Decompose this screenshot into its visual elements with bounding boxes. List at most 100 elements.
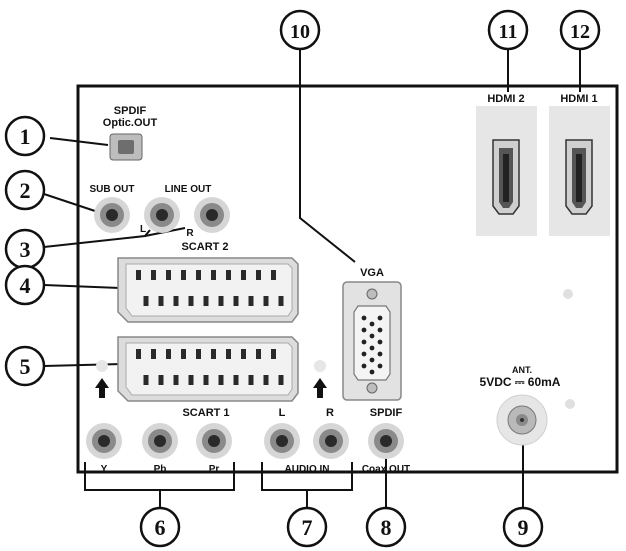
callout-11: 11: [487, 9, 529, 92]
callout-12: 12: [559, 9, 601, 92]
pin: [278, 296, 284, 306]
component-pr-label: Pr: [209, 464, 220, 475]
pin: [196, 349, 201, 359]
pin: [211, 270, 216, 280]
callout-3: 3: [4, 227, 186, 270]
pin: [248, 296, 254, 306]
scart1-connector: [117, 336, 299, 402]
pin: [203, 375, 209, 385]
pin: [196, 270, 201, 280]
vga-pin: [361, 327, 367, 333]
vga-pin: [377, 339, 383, 345]
pin: [181, 270, 186, 280]
indicator-dot: [96, 360, 108, 372]
pin: [271, 349, 276, 359]
line-out-label: LINE OUT: [165, 184, 212, 195]
vga-pin: [369, 369, 375, 375]
audio-in-r-label: R: [326, 407, 334, 419]
pin: [188, 375, 194, 385]
pin: [151, 270, 156, 280]
line-out-r-label: R: [186, 228, 194, 239]
vga-pin: [369, 357, 375, 363]
ant-label-2: 5VDC ⎓ 60mA: [480, 375, 561, 389]
spdif-coax-label-1: SPDIF: [370, 407, 403, 419]
callout-1-number: 1: [20, 124, 31, 149]
component-pb-jack: [142, 423, 178, 459]
indicator-dot: [563, 289, 573, 299]
pin: [158, 375, 164, 385]
audio-in-l-label: L: [279, 407, 286, 419]
pin: [188, 296, 194, 306]
callout-7: 7: [261, 462, 353, 548]
pin: [181, 349, 186, 359]
callout-9: 9: [502, 445, 544, 548]
spdif-coax-label-2: Coax.OUT: [362, 464, 410, 475]
pin: [173, 296, 179, 306]
vga-pin: [361, 339, 367, 345]
callout-3-number: 3: [20, 237, 31, 262]
pin: [226, 349, 231, 359]
pin: [136, 270, 141, 280]
component-y-jack: [86, 423, 122, 459]
pin: [233, 375, 239, 385]
callout-7-number: 7: [302, 515, 313, 540]
callout-12-number: 12: [570, 21, 590, 43]
vga-port: [342, 281, 402, 401]
callout-2: 2: [4, 169, 96, 212]
pin: [263, 375, 269, 385]
vga-pin: [377, 315, 383, 321]
vga-pin: [377, 363, 383, 369]
callout-2-number: 2: [20, 178, 31, 203]
indicator-dot: [565, 399, 575, 409]
callout-10: 10: [279, 9, 356, 263]
ant-label-1: ANT.: [512, 365, 532, 375]
callout-10-number: 10: [290, 21, 310, 43]
scart2-connector: [117, 257, 299, 323]
vga-pin: [361, 315, 367, 321]
line-out-l-label: L: [140, 224, 146, 235]
line-out-r-jack: [194, 197, 230, 233]
callout-11-number: 11: [499, 21, 518, 43]
callout-8-number: 8: [381, 515, 392, 540]
vga-pin: [377, 351, 383, 357]
pin: [241, 349, 246, 359]
pin: [158, 296, 164, 306]
pin: [278, 375, 284, 385]
spdif-optic-label-1: SPDIF: [114, 105, 147, 117]
callout-6: 6: [84, 462, 235, 548]
pin: [143, 375, 149, 385]
spdif-optic-label-2: Optic.OUT: [103, 117, 158, 129]
pin: [271, 270, 276, 280]
pin: [203, 296, 209, 306]
callout-9-number: 9: [518, 515, 529, 540]
callout-5: 5: [4, 345, 123, 387]
pin: [173, 375, 179, 385]
sub-out-jack: [94, 197, 130, 233]
spdif-optical-port: [109, 133, 143, 161]
callout-4-number: 4: [20, 273, 31, 298]
antenna-port: [496, 394, 548, 446]
hdmi1-port: [565, 139, 593, 215]
line-out-l-jack: [144, 197, 180, 233]
spdif-coax-jack: [368, 423, 404, 459]
pin: [166, 349, 171, 359]
callout-1: 1: [4, 115, 109, 157]
vga-pin: [369, 333, 375, 339]
vga-pin: [361, 363, 367, 369]
callout-6-number: 6: [155, 515, 166, 540]
scart2-label: SCART 2: [181, 241, 228, 253]
vga-label: VGA: [360, 267, 384, 279]
pin: [256, 349, 261, 359]
pin: [218, 375, 224, 385]
up-arrow-icon: [313, 378, 327, 398]
pin: [136, 349, 141, 359]
callout-5-number: 5: [20, 354, 31, 379]
hdmi2-port: [492, 139, 520, 215]
pin: [248, 375, 254, 385]
pin: [218, 296, 224, 306]
vga-pin: [369, 321, 375, 327]
vga-pin: [377, 327, 383, 333]
hdmi1-label: HDMI 1: [560, 93, 597, 105]
up-arrow-icon: [95, 378, 109, 398]
pin: [166, 270, 171, 280]
